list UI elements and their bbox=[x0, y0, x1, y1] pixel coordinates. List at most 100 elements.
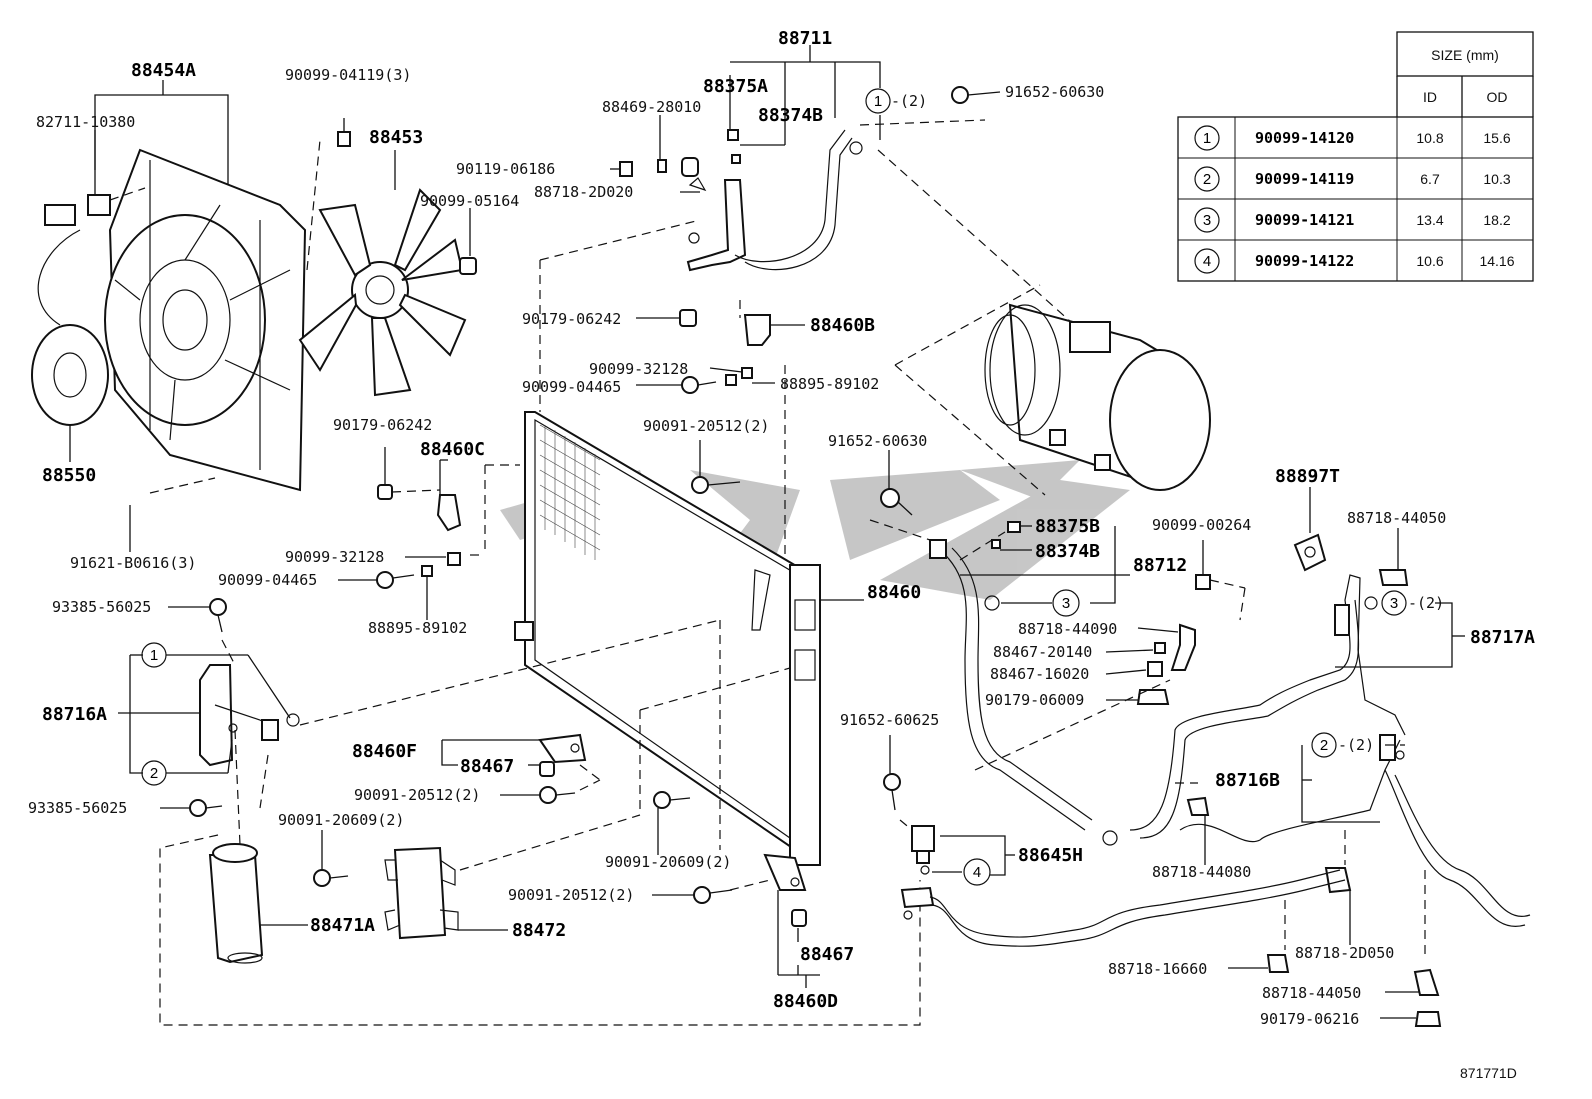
label-88718-2D020: 88718-2D020 bbox=[534, 183, 633, 201]
label-88550: 88550 bbox=[42, 465, 96, 486]
bolt-91652-60630-top bbox=[951, 86, 1001, 104]
svg-text:14.16: 14.16 bbox=[1479, 253, 1514, 269]
label-88460C: 88460C bbox=[420, 439, 485, 460]
bolt-90091-20512-top bbox=[691, 440, 741, 494]
label-90099-05164: 90099-05164 bbox=[420, 192, 519, 210]
label-90091-20512-bot: 90091-20512(2) bbox=[508, 886, 634, 904]
bolt-90091-20609-mid bbox=[639, 620, 791, 855]
bracket-88460D bbox=[652, 853, 820, 988]
label-90119-06186: 90119-06186 bbox=[456, 160, 555, 178]
table-header-id: ID bbox=[1423, 89, 1437, 105]
label-88718-2D050: 88718-2D050 bbox=[1295, 944, 1394, 962]
diagram-id: 871771D bbox=[1460, 1065, 1517, 1081]
label-91621-B0616: 91621-B0616(3) bbox=[70, 554, 196, 572]
table-row: 3 90099-14121 13.4 18.2 bbox=[1194, 207, 1511, 233]
bolt-90091-20609-left bbox=[313, 830, 349, 887]
svg-text:10.6: 10.6 bbox=[1416, 253, 1443, 269]
condenser-88460 bbox=[470, 219, 864, 866]
leaders-shroud bbox=[69, 80, 229, 552]
label-88716A: 88716A bbox=[42, 704, 107, 725]
pipe-88716A bbox=[118, 619, 721, 809]
label-88895-89102-top: 88895-89102 bbox=[780, 375, 879, 393]
clip-88718-2D050 bbox=[1324, 830, 1352, 945]
label-90179-06009: 90179-06009 bbox=[985, 691, 1084, 709]
hose-88712 bbox=[869, 450, 1130, 846]
marker-circle-1-top: 1 bbox=[865, 88, 891, 114]
label-88467-16020: 88467-16020 bbox=[990, 665, 1089, 683]
table-header-size: SIZE (mm) bbox=[1431, 47, 1499, 63]
compressor bbox=[894, 284, 1211, 496]
svg-text:4: 4 bbox=[973, 864, 981, 881]
label-93385-56025-bot: 93385-56025 bbox=[28, 799, 127, 817]
label-88716B: 88716B bbox=[1215, 770, 1280, 791]
label-88375B: 88375B bbox=[1035, 516, 1100, 537]
pipe-88717A bbox=[1129, 574, 1465, 839]
bolt-90099-00264 bbox=[1195, 540, 1246, 621]
label-circle3-qty: -(2) bbox=[1408, 594, 1444, 612]
svg-text:15.6: 15.6 bbox=[1483, 130, 1510, 146]
clip-88718-44050-bot bbox=[1385, 968, 1440, 996]
label-88460D: 88460D bbox=[773, 991, 838, 1012]
label-91652-60630-mid: 91652-60630 bbox=[828, 432, 927, 450]
label-88453: 88453 bbox=[369, 127, 423, 148]
label-91652-60630-top: 91652-60630 bbox=[1005, 83, 1104, 101]
svg-text:2: 2 bbox=[150, 765, 158, 782]
label-88718-16660: 88718-16660 bbox=[1108, 960, 1207, 978]
svg-text:13.4: 13.4 bbox=[1416, 212, 1443, 228]
label-90099-04119: 90099-04119(3) bbox=[285, 66, 411, 84]
fan-motor-88550 bbox=[31, 204, 109, 426]
bolt-90099-04119 bbox=[337, 118, 351, 147]
label-91652-60625: 91652-60625 bbox=[840, 711, 939, 729]
label-90099-04465-left: 90099-04465 bbox=[218, 571, 317, 589]
connector-82711-10380 bbox=[87, 194, 111, 216]
label-90099-32128-top: 90099-32128 bbox=[589, 360, 688, 378]
label-circle1-qty: -(2) bbox=[891, 92, 927, 110]
label-88717A: 88717A bbox=[1470, 627, 1535, 648]
marker-circle-2-right: 2 bbox=[1311, 732, 1337, 758]
label-88897T: 88897T bbox=[1275, 466, 1340, 487]
svg-text:10.8: 10.8 bbox=[1416, 130, 1443, 146]
hose-88711 bbox=[686, 45, 1081, 331]
fan-blade-88453 bbox=[298, 139, 467, 397]
svg-text:2: 2 bbox=[1320, 737, 1328, 754]
svg-text:90099-14121: 90099-14121 bbox=[1255, 211, 1354, 229]
svg-text:6.7: 6.7 bbox=[1420, 171, 1440, 187]
small-parts-88711 bbox=[610, 115, 741, 193]
label-88460: 88460 bbox=[867, 582, 921, 603]
label-90099-00264: 90099-00264 bbox=[1152, 516, 1251, 534]
label-90099-32128-left: 90099-32128 bbox=[285, 548, 384, 566]
label-circle2-qty: -(2) bbox=[1338, 736, 1374, 754]
label-88895-89102-left: 88895-89102 bbox=[368, 619, 467, 637]
label-90099-04465-top: 90099-04465 bbox=[522, 378, 621, 396]
label-88711: 88711 bbox=[778, 28, 832, 49]
sensor-88645H bbox=[883, 735, 1015, 876]
bolt-93385-56025-top bbox=[168, 598, 236, 666]
label-88718-44090: 88718-44090 bbox=[1018, 620, 1117, 638]
label-88467-bot: 88467 bbox=[800, 944, 854, 965]
svg-text:90099-14120: 90099-14120 bbox=[1255, 129, 1354, 147]
nut-90179-06242-mid bbox=[636, 309, 697, 327]
label-88472: 88472 bbox=[512, 920, 566, 941]
label-90179-06216: 90179-06216 bbox=[1260, 1010, 1359, 1028]
label-88467-top: 88467 bbox=[460, 756, 514, 777]
part-labels: 88711 88454A 82711-10380 90099-04119(3) … bbox=[28, 28, 1535, 1081]
label-88460B: 88460B bbox=[810, 315, 875, 336]
label-88645H: 88645H bbox=[1018, 845, 1083, 866]
label-93385-56025-top: 93385-56025 bbox=[52, 598, 151, 616]
bolts-row-top bbox=[636, 367, 775, 394]
label-88718-44050-bot: 88718-44050 bbox=[1262, 984, 1361, 1002]
clip-88718-44050-top bbox=[1378, 528, 1409, 586]
svg-text:3: 3 bbox=[1062, 595, 1070, 612]
svg-text:1: 1 bbox=[1203, 130, 1211, 147]
label-88469-28010: 88469-28010 bbox=[602, 98, 701, 116]
svg-text:90099-14122: 90099-14122 bbox=[1255, 252, 1354, 270]
svg-text:1: 1 bbox=[150, 647, 158, 664]
clip-88718-44080 bbox=[1175, 782, 1210, 865]
label-88712: 88712 bbox=[1133, 555, 1187, 576]
table-header-od: OD bbox=[1487, 89, 1508, 105]
label-90091-20512-top: 90091-20512(2) bbox=[643, 417, 769, 435]
svg-text:4: 4 bbox=[1203, 253, 1211, 270]
label-82711-10380: 82711-10380 bbox=[36, 113, 135, 131]
switch-parts-88718-44090 bbox=[974, 623, 1196, 771]
label-90179-06242-left: 90179-06242 bbox=[333, 416, 432, 434]
